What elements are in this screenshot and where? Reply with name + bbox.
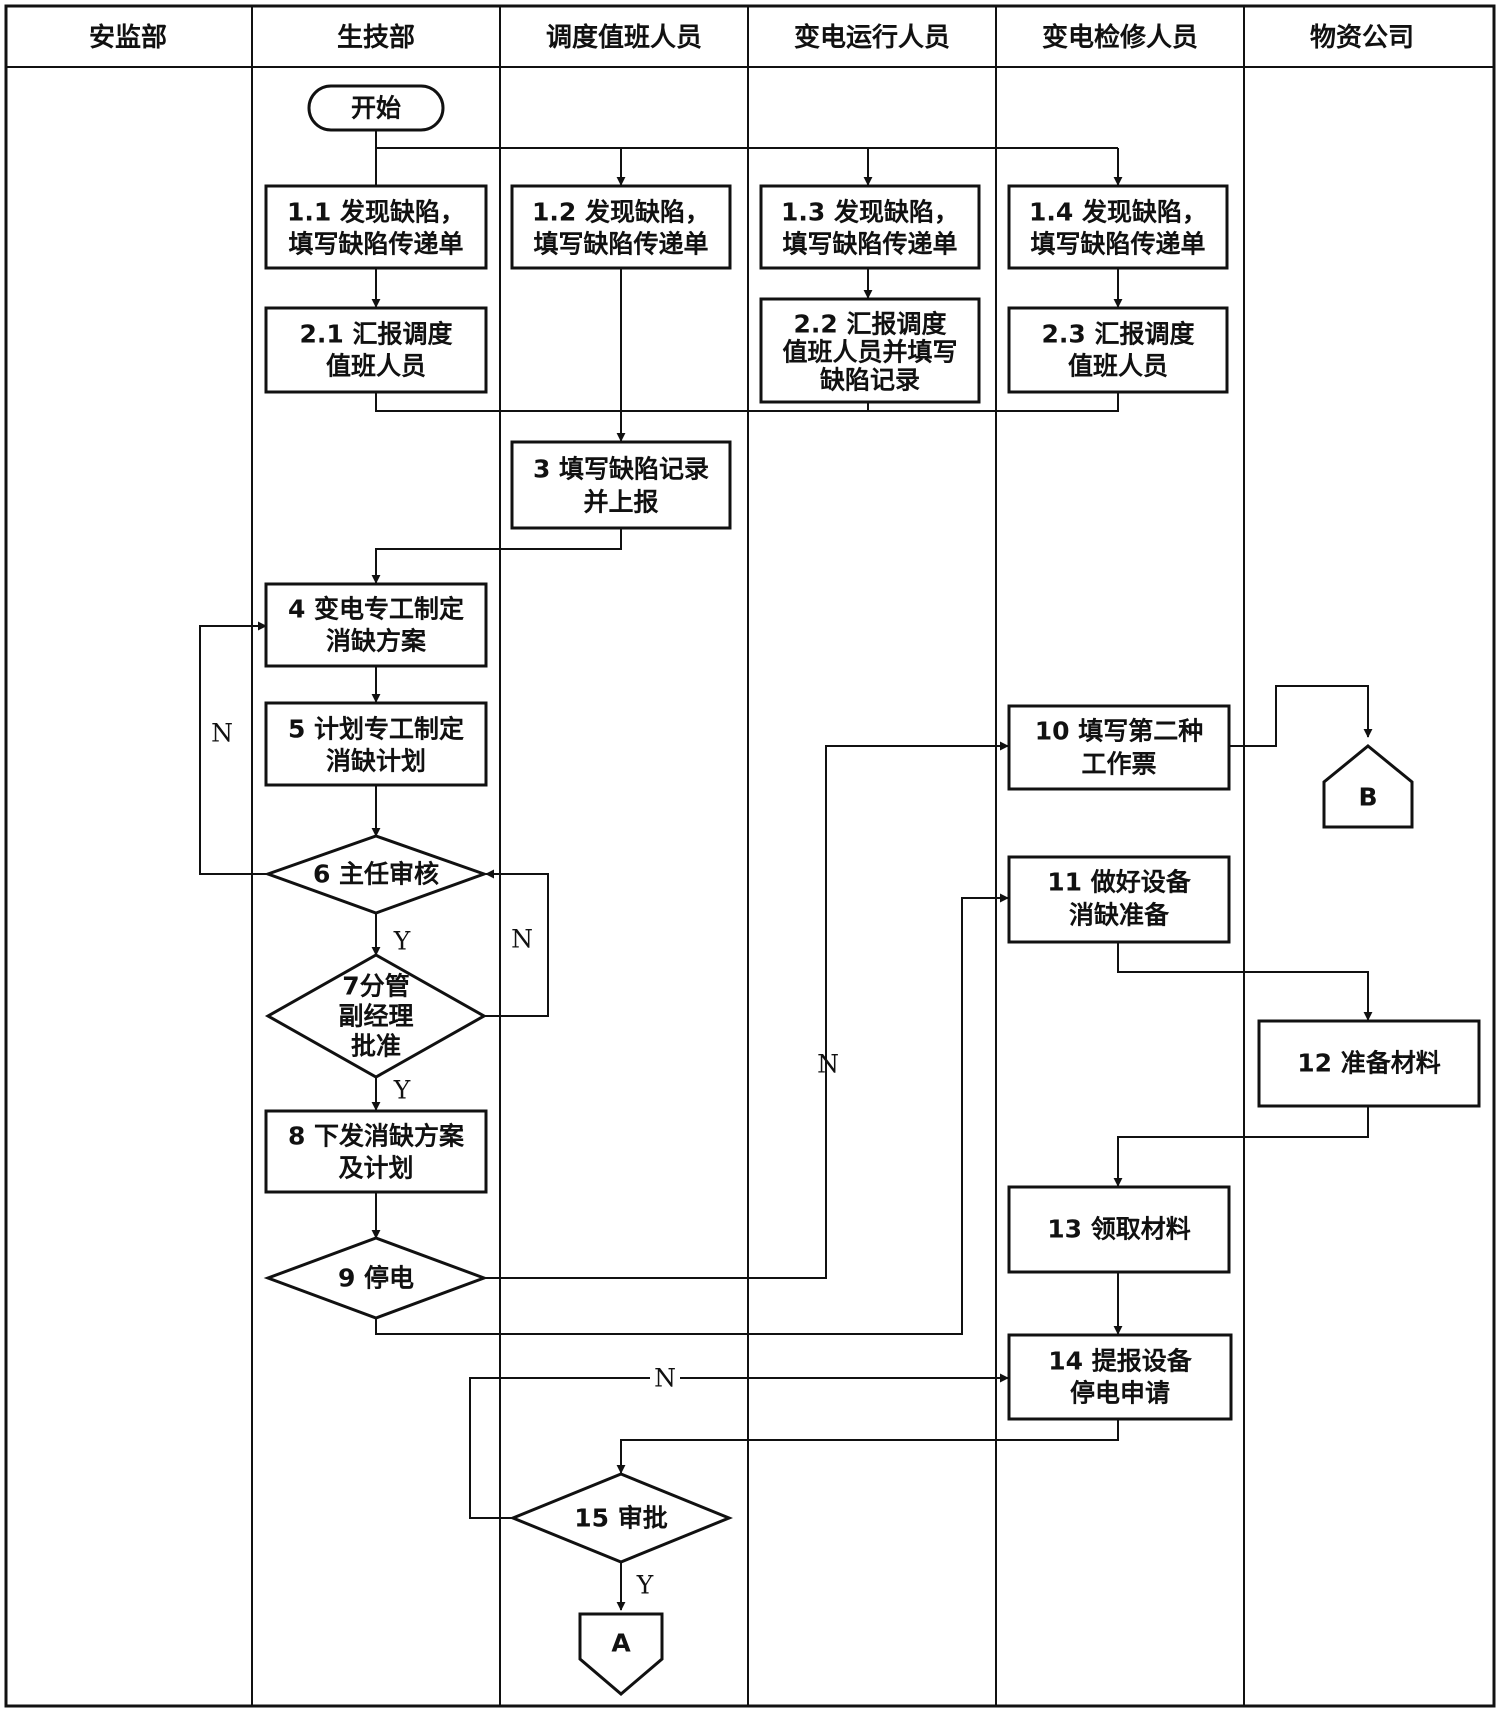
process-4-line2: 消缺方案 [326, 627, 427, 656]
process-1-4-line1: 1.4 发现缺陷， [1029, 198, 1207, 227]
decision-7 [264, 953, 488, 1079]
process-10-line1: 10 填写第二种 [1035, 717, 1204, 746]
decision-6 [263, 834, 489, 915]
process-1-2-line2: 填写缺陷传递单 [533, 230, 708, 259]
process-10 [1007, 704, 1231, 791]
process-10-line2: 工作票 [1081, 750, 1156, 779]
process-4 [264, 582, 488, 668]
decision-7-line1: 7分管 [342, 972, 409, 1001]
process-1-1-line1: 1.1 发现缺陷， [287, 198, 465, 227]
process-1-2-line1: 1.2 发现缺陷， [532, 198, 710, 227]
process-2-2 [759, 297, 981, 404]
label-n9-no: N [817, 1050, 839, 1079]
decision-9 [263, 1236, 489, 1320]
process-8 [264, 1109, 488, 1194]
process-11-line1: 11 做好设备 [1047, 868, 1191, 897]
lane-title-jianxiu: 变电检修人员 [1042, 22, 1198, 53]
edge-reports-bus [375, 392, 1119, 412]
process-14 [1007, 1333, 1233, 1421]
decision-7-line3: 批准 [351, 1032, 401, 1061]
process-1-3-line2: 填写缺陷传递单 [782, 230, 957, 259]
lane-title-wuzi: 物资公司 [1310, 23, 1414, 53]
connector-b-label: B [1358, 783, 1377, 812]
edge-n9-n10-no [484, 741, 1009, 1279]
process-1-2 [510, 184, 732, 270]
label-n15-yes: Y [636, 1571, 654, 1600]
edge-n10-connB [1230, 685, 1373, 747]
process-5-line2: 消缺计划 [326, 747, 426, 776]
start-label: 开始 [351, 94, 401, 123]
edge-n3-n4 [371, 528, 622, 584]
process-2-2-line2: 值班人员并填写 [782, 338, 957, 367]
label-n7-yes: Y [393, 1076, 411, 1105]
process-5-line1: 5 计划专工制定 [288, 715, 464, 744]
edge-n15-n14-no [469, 1373, 1009, 1519]
edge-n6-n4-no [199, 621, 268, 875]
process-5 [264, 701, 488, 787]
edge-n11-n12 [1117, 942, 1373, 1021]
decision-15-label: 15 审批 [574, 1504, 668, 1533]
label-n15-no: N [654, 1364, 676, 1393]
process-1-3-line1: 1.3 发现缺陷， [781, 198, 959, 227]
label-n6-no: N [211, 719, 233, 748]
process-14-line2: 停电申请 [1070, 1379, 1170, 1408]
process-3-line1: 3 填写缺陷记录 [533, 455, 709, 484]
lane-title-diaodu: 调度值班人员 [546, 22, 702, 53]
process-2-1-line2: 值班人员 [326, 352, 426, 381]
process-13-label: 13 领取材料 [1047, 1215, 1191, 1244]
process-3 [510, 440, 732, 530]
decision-9-label: 9 停电 [338, 1264, 414, 1293]
edge-n14-n15 [616, 1419, 1119, 1474]
process-12 [1257, 1019, 1481, 1108]
process-1-3 [759, 184, 981, 270]
process-2-2-line3: 缺陷记录 [820, 366, 920, 395]
process-12-label: 12 准备材料 [1297, 1049, 1441, 1078]
process-3-line2: 并上报 [583, 488, 658, 517]
process-2-2-line1: 2.2 汇报调度 [794, 310, 947, 339]
process-1-4-line2: 填写缺陷传递单 [1030, 230, 1205, 259]
process-1-1-line2: 填写缺陷传递单 [288, 230, 463, 259]
process-1-4 [1007, 184, 1229, 270]
lane-title-anjianbu: 安监部 [89, 23, 167, 53]
start-terminal [307, 84, 445, 132]
connector-b [1322, 744, 1414, 829]
process-11-line2: 消缺准备 [1069, 901, 1170, 930]
label-n7-no: N [511, 925, 533, 954]
decision-7-line2: 副经理 [338, 1002, 413, 1031]
diagram-frame [4, 4, 1496, 1708]
process-2-1-line1: 2.1 汇报调度 [300, 320, 453, 349]
lane-title-yunxing: 变电运行人员 [794, 22, 950, 53]
process-4-line1: 4 变电专工制定 [288, 595, 464, 624]
process-8-line2: 及计划 [338, 1154, 413, 1183]
lane-title-shengjibu: 生技部 [337, 23, 415, 53]
connector-a-label: A [611, 1629, 631, 1658]
process-2-1 [264, 306, 488, 394]
edge-n12-n13 [1113, 1106, 1369, 1187]
process-14-line1: 14 提报设备 [1048, 1347, 1192, 1376]
process-2-3-line1: 2.3 汇报调度 [1042, 320, 1195, 349]
process-2-3 [1007, 306, 1229, 394]
decision-15 [509, 1472, 733, 1564]
connector-a [578, 1612, 664, 1696]
edge-n9-n11 [375, 893, 1009, 1335]
edge-n7-n6-no [484, 869, 549, 1017]
process-8-line1: 8 下发消缺方案 [288, 1122, 465, 1151]
edge-label-bg [650, 1365, 680, 1391]
label-n6-yes: Y [393, 927, 411, 956]
process-11 [1007, 855, 1231, 944]
decision-6-label: 6 主任审核 [313, 860, 439, 889]
process-2-3-line2: 值班人员 [1068, 352, 1168, 381]
process-13 [1007, 1185, 1231, 1274]
process-1-1 [264, 184, 488, 270]
